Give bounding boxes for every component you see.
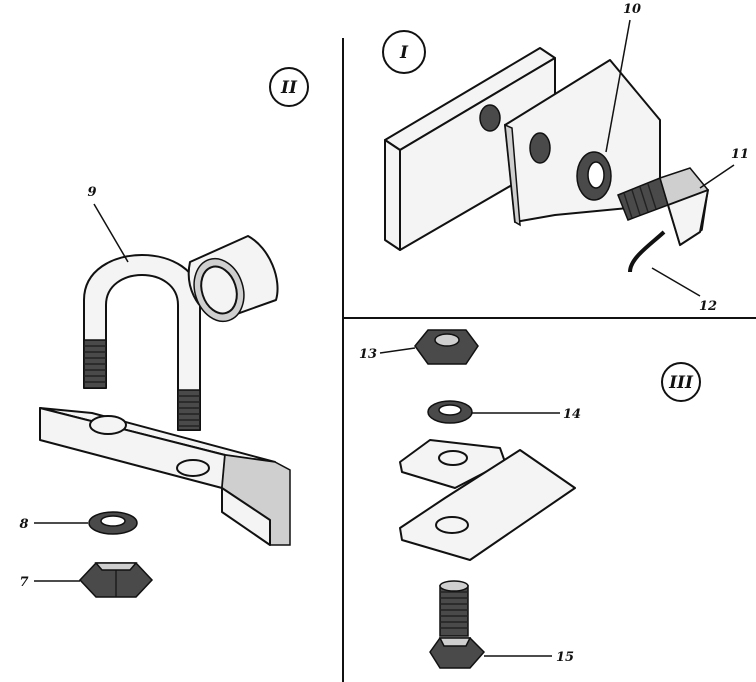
angle-bracket [39, 407, 291, 546]
label-9-text: 9 [87, 185, 96, 200]
label-15-text: 15 [556, 650, 574, 665]
terminal-plate-lower [399, 449, 576, 561]
washer-10 [576, 151, 612, 201]
u-bolt [83, 254, 201, 431]
label-14-text: 14 [563, 407, 581, 422]
label-10: 10 [605, 2, 641, 153]
label-10-text: 10 [623, 2, 641, 17]
u-bolt-thread-right [177, 389, 201, 431]
nut-13 [414, 329, 479, 365]
label-13: 13 [359, 347, 416, 362]
terminal-plate-lower-hole [435, 516, 469, 534]
washer-14 [427, 400, 473, 424]
label-15: 15 [484, 650, 574, 665]
label-12: 12 [651, 267, 717, 314]
label-11-text: 11 [731, 147, 749, 162]
terminal-plate-upper [399, 439, 506, 489]
spacer-sleeve [187, 235, 279, 323]
bracket-hole-left [89, 415, 127, 435]
washer-8 [88, 511, 138, 535]
panel-dividers [342, 38, 756, 682]
plate-front-hole [479, 104, 501, 132]
label-14: 14 [472, 407, 581, 422]
bolt-15 [429, 580, 486, 669]
bracket-hole-right [176, 459, 210, 477]
u-bolt-thread-left [83, 339, 107, 389]
label-8: 8 [19, 517, 88, 532]
section-ii-numeral: II [280, 78, 298, 98]
label-12-text: 12 [699, 299, 717, 314]
label-13-text: 13 [359, 347, 377, 362]
label-11: 11 [699, 147, 749, 189]
bolt-11 [617, 167, 709, 247]
plate-rear-hole [529, 132, 551, 164]
section-i-numeral: I [399, 43, 409, 63]
section-iii: III 13 [359, 329, 701, 669]
section-i: I [382, 2, 749, 314]
section-iii-marker: III [661, 362, 701, 402]
section-ii: II [19, 67, 309, 598]
label-8-text: 8 [19, 517, 28, 532]
section-iii-numeral: III [668, 373, 694, 393]
plate-front [384, 47, 556, 251]
section-i-marker: I [382, 30, 426, 74]
nut-7 [78, 562, 154, 598]
section-ii-marker: II [269, 67, 309, 107]
label-7-text: 7 [19, 575, 28, 590]
terminal-plate-upper-hole [438, 450, 468, 466]
label-9: 9 [87, 185, 129, 263]
wire-12 [628, 230, 666, 273]
label-7: 7 [19, 575, 80, 590]
